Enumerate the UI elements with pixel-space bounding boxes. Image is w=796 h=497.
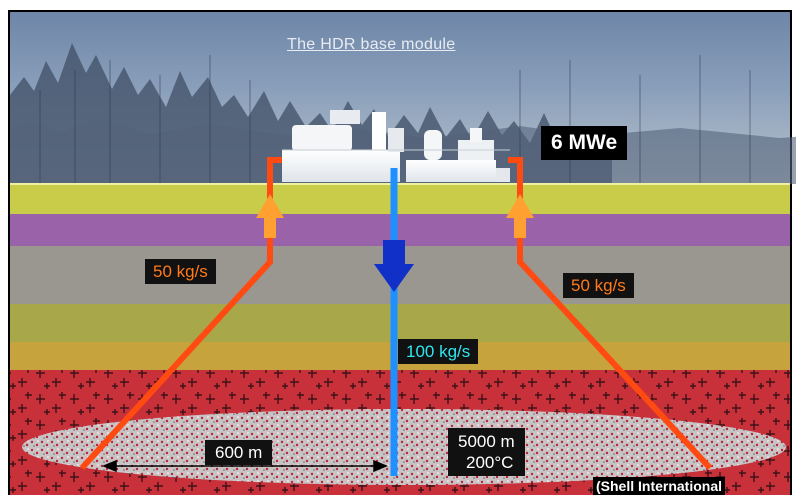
hdr-reservoir xyxy=(22,409,786,485)
flow-injection-label: 100 kg/s xyxy=(398,339,479,364)
down-arrow-icon xyxy=(374,240,414,292)
source-credit: (Shell International xyxy=(593,477,726,495)
up-arrow-right-icon xyxy=(506,194,534,238)
power-output-label: 6 MWe xyxy=(541,126,628,160)
diagram-title: The HDR base module xyxy=(287,36,456,53)
temperature-label: 200°C xyxy=(466,453,514,472)
distance-label: 600 m xyxy=(205,440,273,465)
up-arrow-left-icon xyxy=(256,194,284,238)
flow-left-label: 50 kg/s xyxy=(145,259,216,284)
depth-label: 5000 m xyxy=(458,432,515,451)
depth-temp-box: 5000 m 200°C xyxy=(448,428,525,476)
flow-right-label: 50 kg/s xyxy=(563,273,634,298)
distance-arrow xyxy=(102,459,388,473)
power-plant-icon xyxy=(282,110,510,182)
